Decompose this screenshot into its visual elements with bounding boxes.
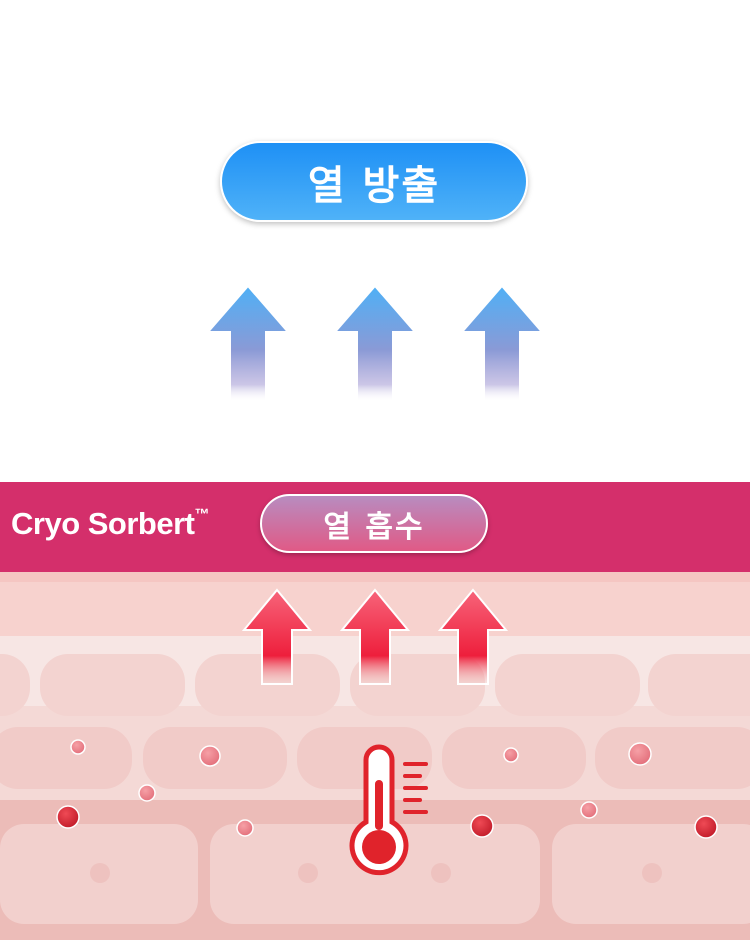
cell-nuclei — [90, 863, 662, 883]
heat-release-label: 열 방출 — [220, 141, 528, 222]
cool-arrows — [205, 284, 545, 403]
blood-dots — [56, 739, 718, 839]
thermometer-icon — [349, 744, 428, 876]
brand-name: Cryo Sorbert — [11, 506, 195, 541]
brand-logo: Cryo Sorbert™ — [11, 506, 209, 542]
trademark-mark: ™ — [194, 505, 209, 523]
up-arrow-icon — [205, 284, 291, 403]
up-arrow-icon — [332, 284, 418, 403]
up-arrow-icon — [241, 588, 313, 685]
up-arrow-icon — [437, 588, 509, 685]
heat-absorption-label: 열 흡수 — [260, 494, 488, 553]
up-arrow-icon — [339, 588, 411, 685]
up-arrow-icon — [459, 284, 545, 403]
hot-arrows — [241, 588, 509, 685]
